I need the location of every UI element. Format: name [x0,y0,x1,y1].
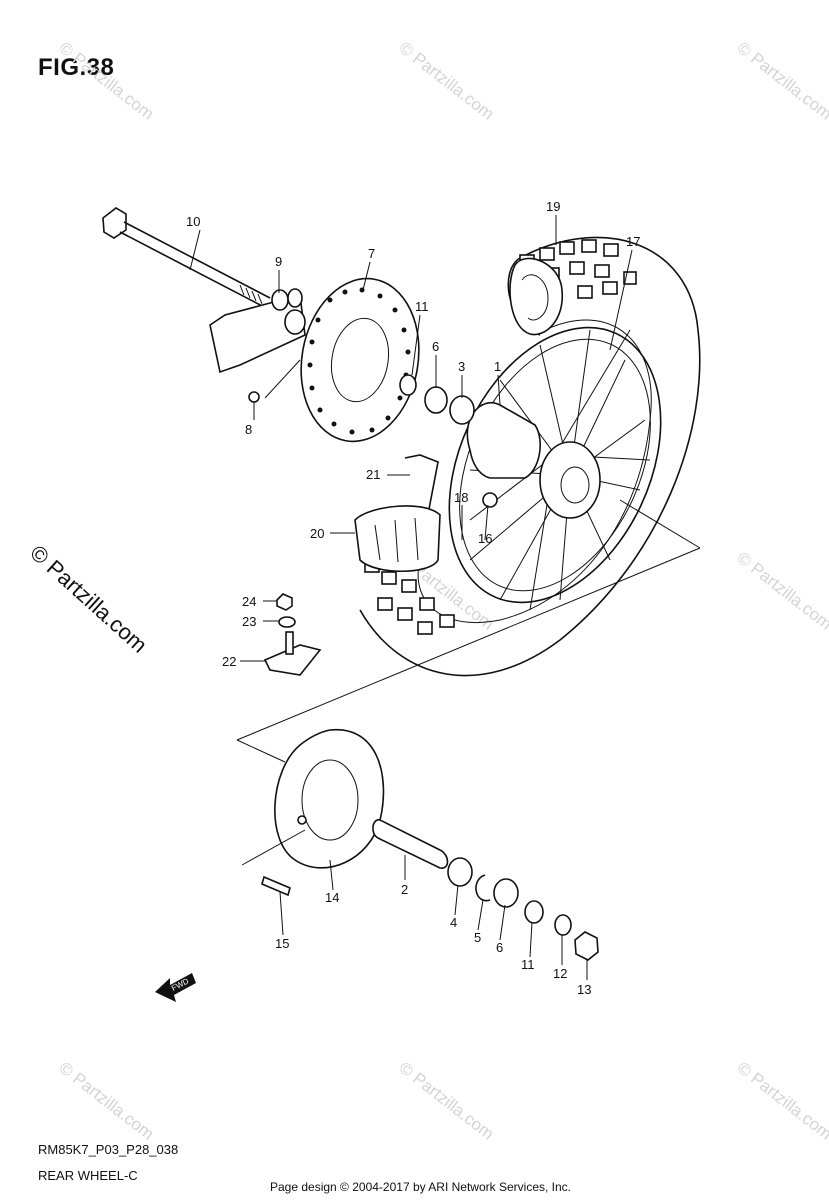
callout-label: 1 [494,359,501,374]
callout-label: 14 [325,890,339,905]
diagram-code: RM85K7_P03_P28_038 [38,1142,179,1157]
callout-label: 3 [458,359,465,374]
page-credit: Page design © 2004-2017 by ARI Network S… [270,1180,572,1194]
brake-disc [300,277,420,443]
callout-label: 18 [454,490,468,505]
callout-label: 11 [415,299,429,314]
callout-label: 12 [553,966,567,981]
callout-label: 22 [222,654,236,669]
tire [359,236,701,677]
callout-label: 7 [368,246,375,261]
watermark-text: © Partzilla.com [734,38,829,124]
watermark-text: © Partzilla.com [734,1058,829,1144]
callout-labels: 1 2 3 4 5 6 6 7 8 9 10 11 11 12 13 14 15… [186,199,640,997]
watermark-text: © Partzilla.com [56,38,158,124]
figure-title: FIG.38 [38,54,115,81]
watermark-text: © Partzilla.com [396,1058,498,1144]
callout-label: 21 [366,467,380,482]
callout-label: 19 [546,199,560,214]
callout-label: 4 [450,915,457,930]
hub-spacers-bottom [261,819,599,961]
rim-tape-and-tube [354,454,441,573]
callout-label: 13 [577,982,591,997]
leader-lines [189,215,701,980]
callout-label: 6 [432,339,439,354]
callout-label: 11 [521,957,535,972]
callout-label: 16 [478,531,492,546]
hub-spacers-top [248,374,475,425]
hub [466,402,601,519]
callout-label: 5 [474,930,481,945]
fwd-arrow-icon: FWD [155,973,196,1002]
callout-label: 10 [186,214,200,229]
callout-label: 20 [310,526,324,541]
axle [102,207,271,309]
callout-label: 9 [275,254,282,269]
watermark-text: © Partzilla.com [734,548,829,634]
callout-label: 8 [245,422,252,437]
valve-parts [263,593,322,676]
callout-label: 2 [401,882,408,897]
diagram-caption: REAR WHEEL-C [38,1168,138,1183]
watermark-group: © Partzilla.com © Partzilla.com © Partzi… [56,38,829,1144]
callout-label: 6 [496,940,503,955]
chain-adjuster [209,288,306,374]
callout-label: 15 [275,936,289,951]
callout-label: 17 [626,234,640,249]
watermark-text: © Partzilla.com [396,38,498,124]
watermark-text: © Partzilla.com [56,1058,158,1144]
callout-label: 24 [242,594,256,609]
callout-label: 23 [242,614,256,629]
rear-sprocket [274,729,385,869]
